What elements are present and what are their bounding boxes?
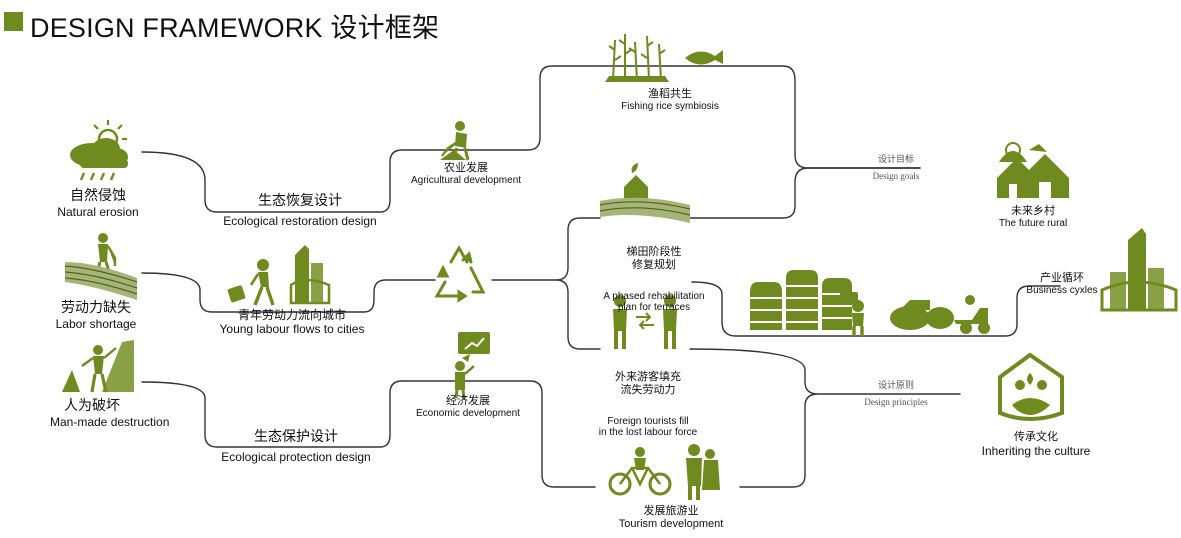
outcome-label-en: Fishing rice symbiosis [621, 100, 719, 112]
culture-emblem-icon [998, 352, 1064, 421]
problem-label-cn: 劳动力缺失 [61, 300, 131, 316]
target-label-cn: 传承文化 [1014, 430, 1058, 443]
farmer-terrace-icon [64, 233, 138, 300]
line-labor-to-cities [141, 272, 436, 313]
cloud-rain-icon [70, 120, 128, 181]
outcome-terraces-plan: 梯田阶段性 修复规划 A phased rehabilitation plan … [584, 227, 724, 333]
page-title-cn: 设计框架 [330, 13, 440, 44]
problem-label-en: Man-made destruction [50, 414, 170, 429]
connector-design-principles: 设计原则 Design principles [846, 380, 946, 407]
outcome-label-cn: 发展旅游业 [643, 504, 699, 517]
outcome-label-cn: 外来游客填充 流失劳动力 [615, 369, 681, 396]
problem-label-en: Natural erosion [57, 204, 139, 219]
village-icon [997, 142, 1069, 198]
page-title: DESIGN FRAMEWORK 设计框架 [30, 6, 439, 45]
problem-label-en: Labor shortage [55, 316, 137, 331]
strategy-label-en: Ecological protection design [221, 449, 371, 464]
problem-labor-shortage: 劳动力缺失 Labor shortage [50, 300, 142, 331]
connector-label-cn: 设计原则 [877, 380, 914, 390]
walking-person-city-icon [227, 245, 331, 306]
line-rural-back [689, 167, 921, 219]
target-business-cycles: 产业循环 Business cyxles [1018, 271, 1106, 297]
connector-label-en: Design goals [872, 170, 920, 181]
outcome-fishing-rice: 渔稻共生 Fishing rice symbiosis [600, 87, 740, 113]
connector-label-cn: 设计目标 [877, 154, 914, 164]
city-buildings-icon [1100, 228, 1178, 312]
outcome-label-en: Tourism development [618, 517, 724, 530]
target-inheriting-culture: 传承文化 Inheriting the culture [972, 430, 1100, 458]
development-label-cn: 经济发展 [446, 394, 490, 407]
problem-natural-erosion: 自然侵蚀 Natural erosion [52, 188, 144, 219]
strategy-label-cn: 青年劳动力流向城市 [237, 308, 346, 322]
presenter-chart-icon [454, 332, 490, 399]
connector-lines [141, 65, 1061, 488]
target-label-en: The future rural [998, 217, 1068, 229]
target-label-cn: 产业循环 [1040, 271, 1084, 284]
development-agricultural: 农业发展 Agricultural development [402, 161, 530, 187]
digging-farmer-icon [440, 121, 470, 161]
title-marker [4, 12, 23, 31]
target-label-en: Inheriting the culture [981, 443, 1091, 458]
outcome-tourism: 发展旅游业 Tourism development [598, 504, 744, 531]
rice-stacks-icon [750, 270, 852, 330]
outcome-label-en: A phased rehabilitation plan for terrace… [603, 290, 705, 314]
development-label-en: Agricultural development [410, 174, 522, 186]
worker-icon [840, 292, 864, 336]
development-label-en: Economic development [416, 407, 520, 419]
target-label-cn: 未来乡村 [1011, 204, 1055, 217]
problem-manmade-destruction: 人为破坏 Man-made destruction [50, 398, 182, 429]
recycle-icon [434, 244, 486, 303]
outcome-foreign-tourists: 外来游客填充 流失劳动力 Foreign tourists fill in th… [578, 352, 718, 458]
strategy-label-cn: 生态保护设计 [254, 429, 338, 445]
line-terrace-to-business [691, 281, 1061, 337]
connector-label-en: Design principles [864, 396, 928, 407]
development-label-cn: 农业发展 [444, 161, 488, 174]
target-future-rural: 未来乡村 The future rural [986, 204, 1080, 230]
problem-label-cn: 人为破坏 [64, 398, 120, 414]
line-recycle-hub [491, 217, 601, 350]
page-title-en: DESIGN FRAMEWORK [30, 13, 323, 43]
harvest-machine-icon [890, 295, 990, 334]
strategy-ecological-protection: 生态保护设计 Ecological protection design [210, 429, 382, 464]
strategy-label-en: Young labour flows to cities [219, 322, 365, 337]
outcome-label-en: Foreign tourists fill in the lost labour… [598, 415, 698, 439]
development-economic: 经济发展 Economic development [404, 394, 532, 420]
line-erosion-to-restoration [141, 65, 921, 213]
connector-design-goals: 设计目标 Design goals [850, 154, 942, 181]
outcome-label-cn: 渔稻共生 [648, 87, 692, 100]
line-tourism-to-culture [689, 348, 961, 488]
strategy-label-en: Ecological restoration design [223, 213, 377, 228]
target-label-en: Business cyxles [1026, 284, 1098, 296]
strategy-young-labour: 青年劳动力流向城市 Young labour flows to cities [208, 308, 376, 336]
terrace-house-icon [599, 163, 691, 223]
strategy-label-cn: 生态恢复设计 [258, 193, 342, 209]
strategy-ecological-restoration: 生态恢复设计 Ecological restoration design [214, 193, 386, 228]
golfer-icon [62, 340, 134, 393]
problem-label-cn: 自然侵蚀 [70, 188, 126, 204]
cyclist-tourist-icon [608, 444, 720, 500]
line-destruction-to-protection [141, 380, 596, 488]
outcome-label-cn: 梯田阶段性 修复规划 [626, 244, 682, 271]
rice-fish-icon [605, 34, 723, 82]
exchange-people-icon [613, 295, 677, 349]
